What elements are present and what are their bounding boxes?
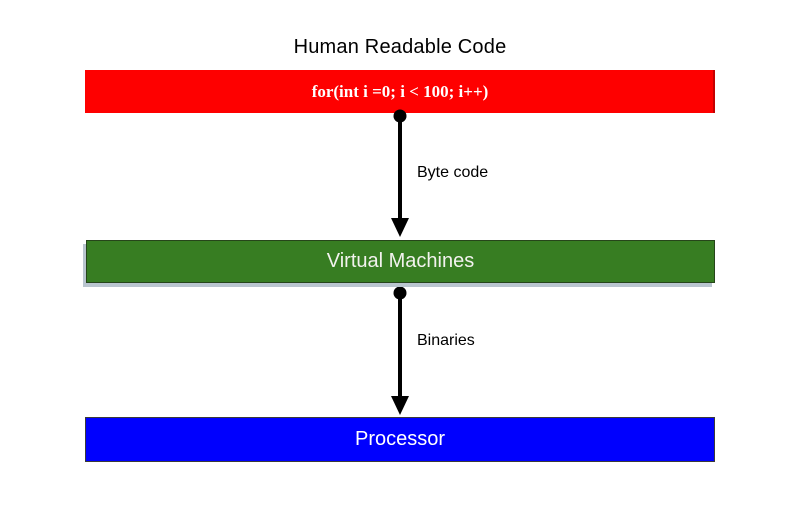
layer-label-virtual-machines: Virtual Machines [326, 250, 475, 272]
arrow-label-binaries: Binaries [417, 332, 475, 349]
arrow-binaries [391, 286, 409, 415]
arrow-label-byte-code: Byte code [417, 164, 489, 181]
layer-bar-human-readable-code: for(int i =0; i < 100; i++) [85, 70, 715, 113]
diagram-title: Human Readable Code [293, 36, 507, 58]
arrow-byte-code [391, 109, 409, 237]
layer-label-processor: Processor [354, 428, 446, 450]
arrow-origin-dot-icon [393, 286, 407, 300]
layer-bar-processor: Processor [85, 417, 715, 462]
arrowhead-down-icon [391, 396, 409, 415]
layer-bar-virtual-machines: Virtual Machines [86, 240, 715, 283]
arrowhead-down-icon [391, 218, 409, 237]
layer-label-code-snippet: for(int i =0; i < 100; i++) [311, 81, 489, 101]
